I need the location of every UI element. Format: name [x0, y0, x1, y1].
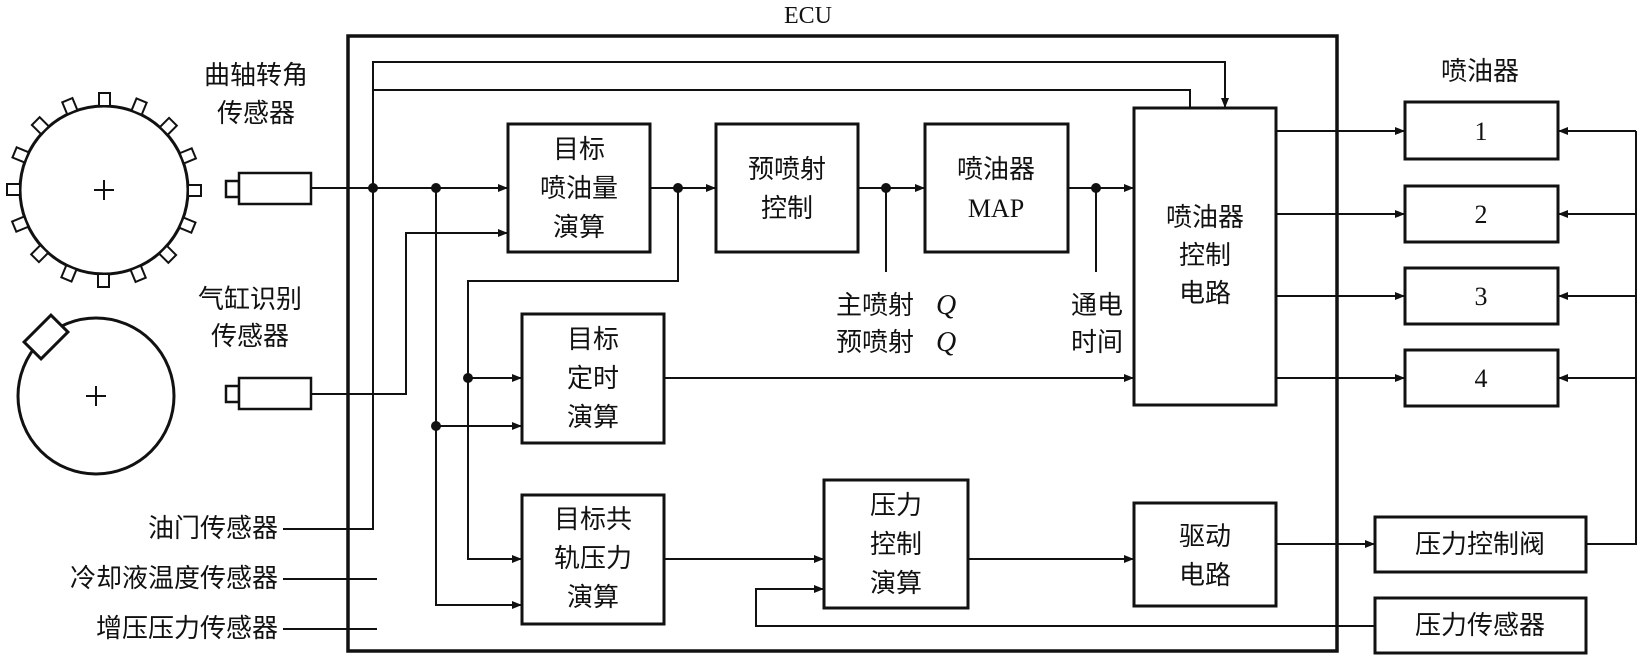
svg-text:喷油器: 喷油器 — [1166, 203, 1244, 233]
cylinder-id-wheel — [16, 312, 176, 476]
svg-text:Q: Q — [936, 327, 956, 358]
target-rail-pressure-block: 目标共 轨压力 演算 — [520, 493, 666, 626]
wheel-teeth — [6, 92, 202, 288]
target-timing-block: 目标 定时 演算 — [520, 312, 666, 445]
svg-text:压力: 压力 — [870, 491, 922, 521]
cylinder-sensor-label: 气缸识别 — [198, 285, 302, 315]
svg-text:控制: 控制 — [870, 530, 922, 560]
cylinder-sensor-probe — [224, 376, 313, 411]
svg-text:轨压力: 轨压力 — [554, 544, 632, 574]
svg-text:预喷射: 预喷射 — [836, 328, 914, 358]
svg-text:定时: 定时 — [567, 364, 619, 394]
throttle-sensor-label: 油门传感器 — [148, 514, 278, 544]
injector-map-block: 喷油器 MAP — [923, 122, 1070, 254]
injector-1: 1 — [1403, 100, 1560, 161]
pressure-sensor: 压力传感器 — [1373, 596, 1588, 655]
boost-sensor-label: 增压压力传感器 — [96, 614, 278, 644]
svg-text:时间: 时间 — [1071, 328, 1123, 358]
svg-text:演算: 演算 — [553, 213, 605, 243]
svg-text:演算: 演算 — [567, 403, 619, 433]
svg-text:MAP: MAP — [968, 194, 1024, 223]
svg-text:喷油器: 喷油器 — [957, 155, 1035, 185]
svg-text:3: 3 — [1475, 282, 1488, 311]
svg-text:控制: 控制 — [761, 194, 813, 224]
pressure-control-valve: 压力控制阀 — [1373, 515, 1588, 574]
svg-text:1: 1 — [1475, 117, 1488, 146]
svg-text:4: 4 — [1475, 364, 1488, 393]
ecu-label: ECU — [784, 3, 832, 29]
svg-text:目标: 目标 — [553, 135, 605, 165]
svg-text:电路: 电路 — [1179, 279, 1231, 309]
svg-text:压力控制阀: 压力控制阀 — [1415, 530, 1545, 560]
injector-circuit-block: 喷油器 控制 电路 — [1132, 106, 1278, 407]
crank-sensor-probe — [224, 171, 313, 206]
ecu-frame — [346, 34, 1339, 653]
injection-quantity-label: 主喷射 Q 预喷射 Q — [836, 290, 956, 358]
coolant-sensor-label: 冷却液温度传感器 — [70, 564, 278, 594]
svg-text:电路: 电路 — [1179, 561, 1231, 591]
injector-3: 3 — [1403, 266, 1560, 326]
crank-sensor-label: 曲轴转角 — [204, 61, 308, 91]
svg-text:喷油量: 喷油量 — [540, 174, 618, 204]
cylinder-sensor-label-2: 传感器 — [211, 322, 289, 352]
energize-time-label: 通电 时间 — [1071, 291, 1123, 358]
svg-text:演算: 演算 — [567, 583, 619, 613]
svg-text:2: 2 — [1475, 200, 1488, 229]
svg-text:主喷射: 主喷射 — [836, 291, 914, 321]
svg-text:通电: 通电 — [1071, 291, 1123, 321]
injectors-title: 喷油器 — [1441, 57, 1519, 87]
svg-text:预喷射: 预喷射 — [748, 155, 826, 185]
svg-text:压力传感器: 压力传感器 — [1415, 611, 1545, 641]
drive-circuit-block: 驱动 电路 — [1132, 501, 1278, 608]
injector-2: 2 — [1403, 184, 1560, 244]
svg-text:目标共: 目标共 — [554, 505, 632, 535]
svg-text:驱动: 驱动 — [1179, 522, 1231, 552]
pre-injection-control-block: 预喷射 控制 — [714, 122, 860, 254]
signal-lines — [283, 61, 1637, 630]
svg-text:控制: 控制 — [1179, 241, 1231, 271]
target-quantity-block: 目标 喷油量 演算 — [506, 122, 652, 254]
svg-text:演算: 演算 — [870, 569, 922, 599]
pressure-control-block: 压力 控制 演算 — [822, 478, 970, 610]
crank-sensor-label-2: 传感器 — [217, 99, 295, 129]
svg-text:Q: Q — [936, 290, 956, 321]
crankshaft-toothed-wheel — [6, 92, 202, 288]
svg-text:目标: 目标 — [567, 325, 619, 355]
junction-dots — [368, 183, 1101, 431]
injector-4: 4 — [1403, 348, 1560, 408]
